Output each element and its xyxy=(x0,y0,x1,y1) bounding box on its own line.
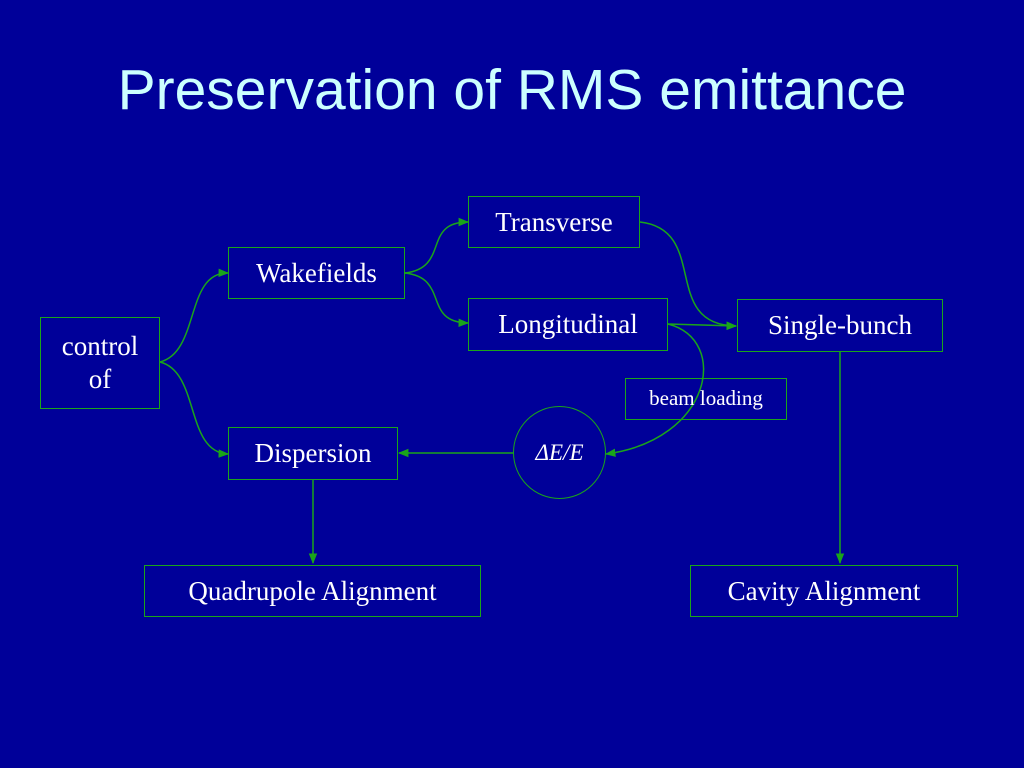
node-quadrupole-alignment: Quadrupole Alignment xyxy=(144,565,481,617)
node-quadrupole-alignment-label: Quadrupole Alignment xyxy=(188,575,437,606)
node-dispersion: Dispersion xyxy=(228,427,398,480)
edge-wakefields-transverse xyxy=(404,217,470,274)
node-delta-e-over-e: ΔE/E xyxy=(513,406,606,499)
node-single-bunch-label: Single-bunch xyxy=(768,310,912,341)
node-longitudinal-label: Longitudinal xyxy=(498,309,638,340)
node-cavity-alignment-label: Cavity Alignment xyxy=(727,575,921,606)
edge-control-wakefields xyxy=(159,268,230,363)
node-dispersion-label: Dispersion xyxy=(254,438,372,469)
edge-longitudinal-delta-e xyxy=(604,323,705,457)
node-longitudinal: Longitudinal xyxy=(468,298,668,351)
node-control-of-label: control of xyxy=(61,331,139,394)
edge-control-dispersion xyxy=(159,361,230,458)
node-transverse-label: Transverse xyxy=(495,206,613,237)
edge-wakefields-longitudinal xyxy=(404,272,470,327)
slide-title: Preservation of RMS emittance xyxy=(117,58,907,122)
edge-transverse-single-bunch xyxy=(639,221,738,331)
node-wakefields: Wakefields xyxy=(228,247,405,299)
node-transverse: Transverse xyxy=(468,196,640,248)
node-beam-loading: beam loading xyxy=(625,378,787,420)
node-cavity-alignment: Cavity Alignment xyxy=(690,565,958,617)
node-wakefields-label: Wakefields xyxy=(256,257,377,288)
node-beam-loading-label: beam loading xyxy=(649,386,763,411)
edge-longitudinal-single-bunch xyxy=(667,321,738,330)
node-single-bunch: Single-bunch xyxy=(737,299,943,352)
node-control-of: control of xyxy=(40,317,160,409)
node-delta-e-over-e-label: ΔE/E xyxy=(535,439,584,465)
